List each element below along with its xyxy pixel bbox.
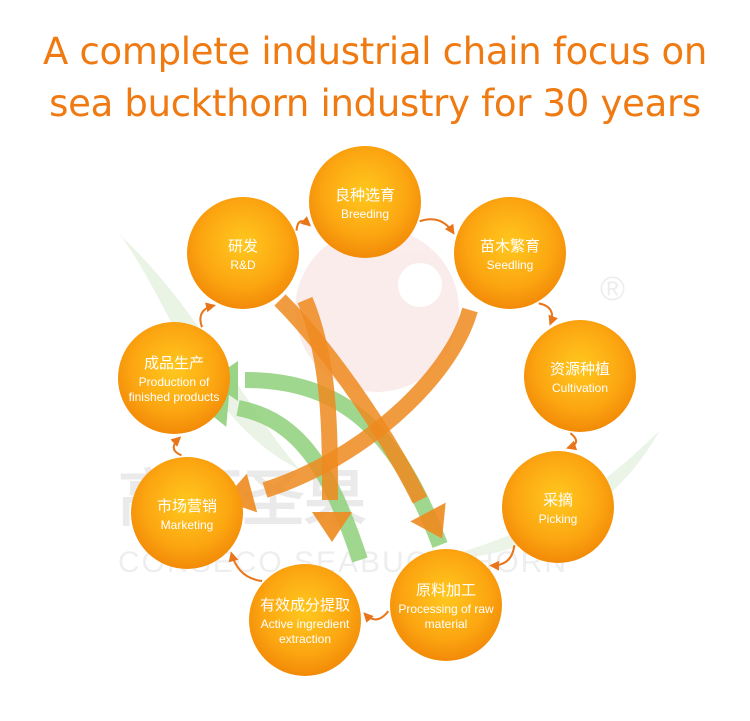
cycle-arrow xyxy=(228,551,263,583)
chain-node-label-cn: 良种选育 xyxy=(335,186,395,204)
orange-arrow-to-marketing xyxy=(262,307,478,498)
chain-node-circle xyxy=(524,320,636,432)
chain-node: 采摘 Picking xyxy=(502,451,614,563)
chain-node: 市场营销 Marketing xyxy=(131,457,243,569)
page-title: A complete industrial chain focus on sea… xyxy=(0,26,750,130)
chain-node-label-cn: 苗木繁育 xyxy=(480,237,540,255)
cycle-arrow xyxy=(566,432,578,451)
chain-node: 研发 R&D xyxy=(187,197,299,309)
chain-node-circle xyxy=(249,564,361,676)
chain-node-label-en: Seedling xyxy=(487,258,534,272)
chain-node-circle xyxy=(309,146,421,258)
chain-node-label-cn: 采摘 xyxy=(543,491,573,509)
chain-nodes: 良种选育 Breeding 苗木繁育 Seedling 资源种植 Cultivation 采… xyxy=(118,146,636,676)
chain-node-label-cn: 有效成分提取 xyxy=(260,596,350,614)
cross-arrows xyxy=(198,294,478,563)
chain-node-label-en: R&D xyxy=(230,258,256,272)
chain-node-label-en: Breeding xyxy=(341,207,389,221)
cycle-arrow xyxy=(419,218,455,235)
chain-node-circle xyxy=(131,457,243,569)
orange-arrow-to-processing-2 xyxy=(297,296,338,501)
chain-node-label-en: Processing of raw xyxy=(398,602,494,616)
chain-node-label-en: Cultivation xyxy=(552,381,608,395)
chain-node-circle xyxy=(118,322,230,434)
cycle-arrow xyxy=(538,302,558,326)
chain-node-label-cn: 成品生产 xyxy=(144,354,204,372)
chain-node: 苗木繁育 Seedling xyxy=(454,197,566,309)
orange-arrow-to-processing-2-head xyxy=(312,512,352,542)
title-line-2: sea buckthorn industry for 30 years xyxy=(49,82,701,125)
chain-node-circle xyxy=(502,451,614,563)
chain-node-label-en: material xyxy=(425,617,468,631)
cycle-arrows xyxy=(170,216,578,623)
cycle-arrow xyxy=(170,436,182,457)
orange-arrow-to-processing-head xyxy=(410,502,446,539)
chain-node-label-cn: 资源种植 xyxy=(550,360,610,378)
cycle-arrow xyxy=(489,545,516,571)
chain-node: 资源种植 Cultivation xyxy=(524,320,636,432)
watermark-registered-mark: ® xyxy=(600,270,625,308)
green-arrow-to-production-2 xyxy=(236,400,368,563)
chain-node-label-en: Production of xyxy=(139,375,210,389)
chain-node-circle xyxy=(454,197,566,309)
chain-node-label-en: Active ingredient xyxy=(261,617,350,631)
chain-node: 良种选育 Breeding xyxy=(309,146,421,258)
chain-node-label-cn: 市场营销 xyxy=(157,497,217,515)
chain-node-circle xyxy=(390,549,502,661)
chain-node-label-en: Marketing xyxy=(161,518,214,532)
chain-node-label-cn: 原料加工 xyxy=(416,581,476,599)
cycle-arrow xyxy=(199,302,216,328)
chain-node-label-en: Picking xyxy=(539,512,578,526)
cycle-arrow xyxy=(363,610,390,623)
chain-node-label-cn: 研发 xyxy=(228,237,258,255)
chain-node-label-en: extraction xyxy=(279,632,331,646)
orange-arrow-to-processing xyxy=(274,294,428,504)
chain-node-circle xyxy=(187,197,299,309)
title-line-1: A complete industrial chain focus on xyxy=(42,30,708,73)
chain-node-label-en: finished products xyxy=(129,390,220,404)
cycle-arrow xyxy=(295,216,312,231)
